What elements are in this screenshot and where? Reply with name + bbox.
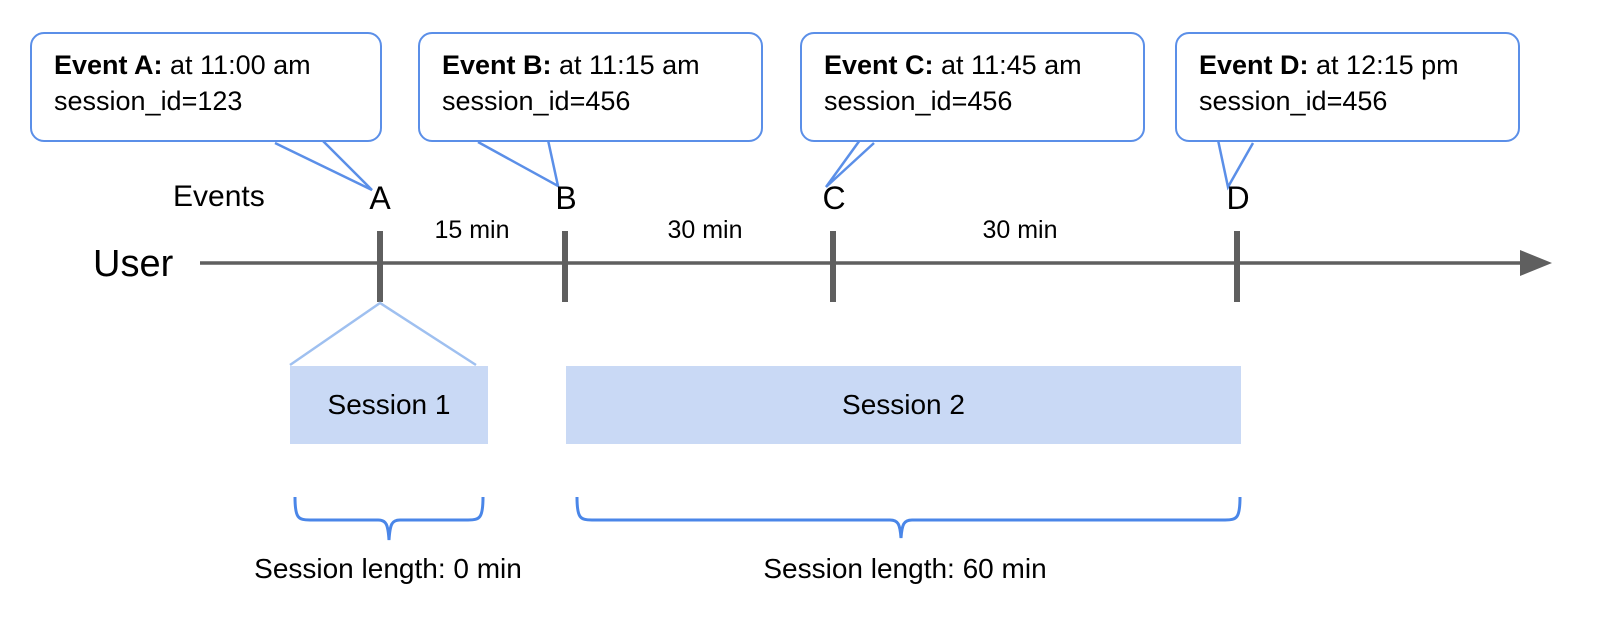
callout-tail-c — [824, 139, 875, 188]
callout-a-session: session_id=123 — [54, 85, 243, 116]
session-bar-2[interactable]: Session 2 — [566, 366, 1241, 444]
callout-tail-b — [477, 139, 560, 189]
session2-brace — [575, 496, 1242, 539]
callout-b-time: at 11:15 am — [551, 50, 700, 80]
callout-b-session: session_id=456 — [442, 85, 631, 116]
callout-c-time: at 11:45 am — [933, 50, 1082, 80]
callout-d-session: session_id=456 — [1199, 85, 1388, 116]
callout-d-time: at 12:15 pm — [1308, 50, 1459, 80]
callout-event-a[interactable]: Event A: at 11:00 am session_id=123 — [30, 32, 382, 142]
callout-event-c[interactable]: Event C: at 11:45 am session_id=456 — [800, 32, 1145, 142]
session-length-label-2: Session length: 60 min — [763, 553, 1047, 584]
gap-label-c-d: 30 min — [982, 216, 1058, 244]
callout-event-d[interactable]: Event D: at 12:15 pm session_id=456 — [1175, 32, 1520, 142]
callout-event-b[interactable]: Event B: at 11:15 am session_id=456 — [418, 32, 763, 142]
callout-d-lead: Event D: — [1199, 50, 1309, 80]
timeline-arrow-icon — [1520, 250, 1552, 276]
event-letter-c: C — [822, 180, 846, 216]
user-row-label: User — [93, 243, 174, 285]
events-row-label: Events — [173, 180, 265, 213]
session-bar-1[interactable]: Session 1 — [290, 366, 488, 444]
gap-label-b-c: 30 min — [667, 216, 743, 244]
callout-b-lead: Event B: — [442, 50, 552, 80]
session1-taper — [289, 301, 477, 367]
event-letter-a: A — [369, 180, 391, 216]
gap-label-a-b: 15 min — [434, 216, 510, 244]
event-letter-d: D — [1226, 180, 1250, 216]
event-letter-b: B — [555, 180, 577, 216]
callout-tail-d — [1216, 139, 1255, 191]
session-bar-2-label: Session 2 — [842, 389, 965, 420]
callout-a-time: at 11:00 am — [162, 50, 311, 80]
callout-c-lead: Event C: — [824, 50, 934, 80]
session-bar-1-label: Session 1 — [327, 389, 451, 420]
callout-tail-a — [274, 139, 373, 192]
session-length-label-1: Session length: 0 min — [254, 553, 522, 584]
callout-a-lead: Event A: — [54, 50, 163, 80]
session1-brace — [293, 496, 485, 541]
callout-c-session: session_id=456 — [824, 85, 1013, 116]
